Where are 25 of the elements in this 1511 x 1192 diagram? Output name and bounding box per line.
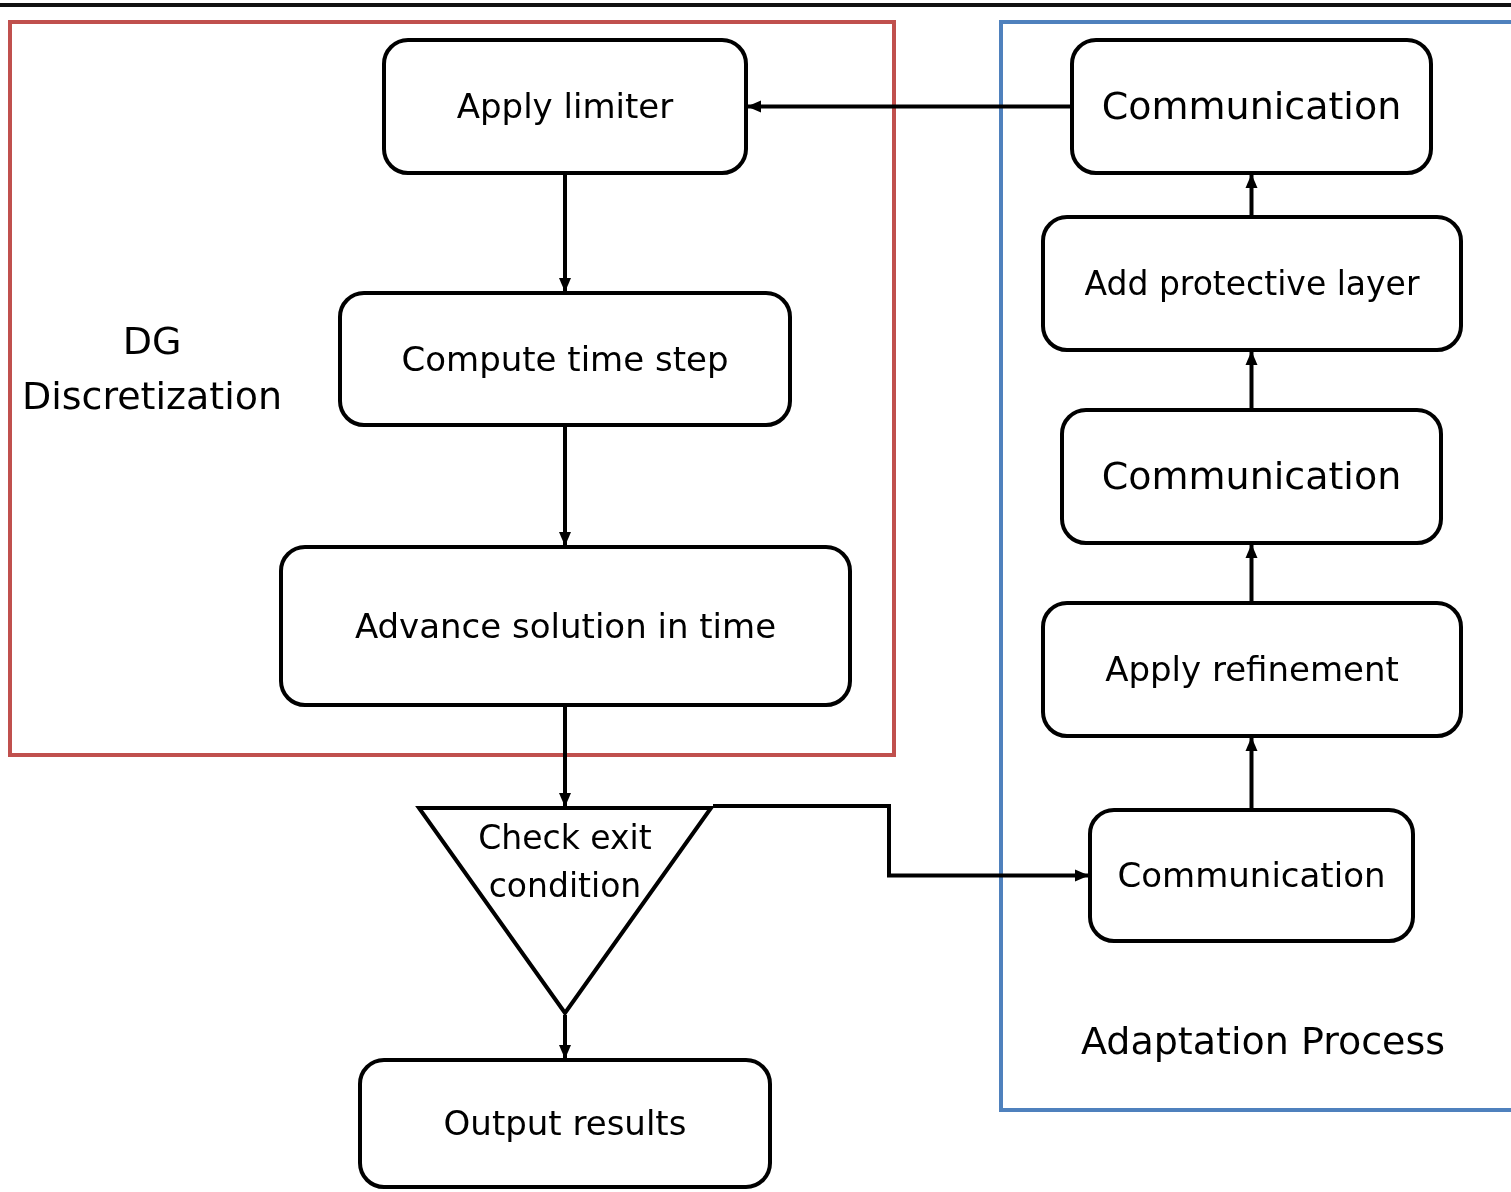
process-box: Communication [1060,408,1443,545]
arrow [1245,174,1258,215]
arrow [559,175,571,292]
process-box: Advance solution in time [279,545,852,707]
process-box: Add protective layer [1041,215,1463,352]
arrow [1245,737,1258,808]
process-box: Apply refinement [1041,601,1463,738]
decision-label: Check exit condition [477,817,653,907]
decision-triangle [417,806,713,1015]
process-box: Communication [1070,38,1433,175]
group-label: Adaptation Process [1079,1018,1447,1065]
process-box: Compute time step [338,291,792,427]
process-box: Communication [1088,808,1415,943]
arrow [559,1015,571,1059]
group-label: DG Discretization [20,318,284,421]
arrow [747,100,1070,113]
arrow [559,427,571,546]
group-frame [999,20,1511,1112]
group-frame [8,20,896,757]
process-box: Output results [358,1058,772,1189]
arrow [559,707,571,807]
arrow [1245,544,1258,601]
arrow [713,804,1089,882]
process-box: Apply limiter [382,38,748,175]
arrow [1245,351,1258,408]
